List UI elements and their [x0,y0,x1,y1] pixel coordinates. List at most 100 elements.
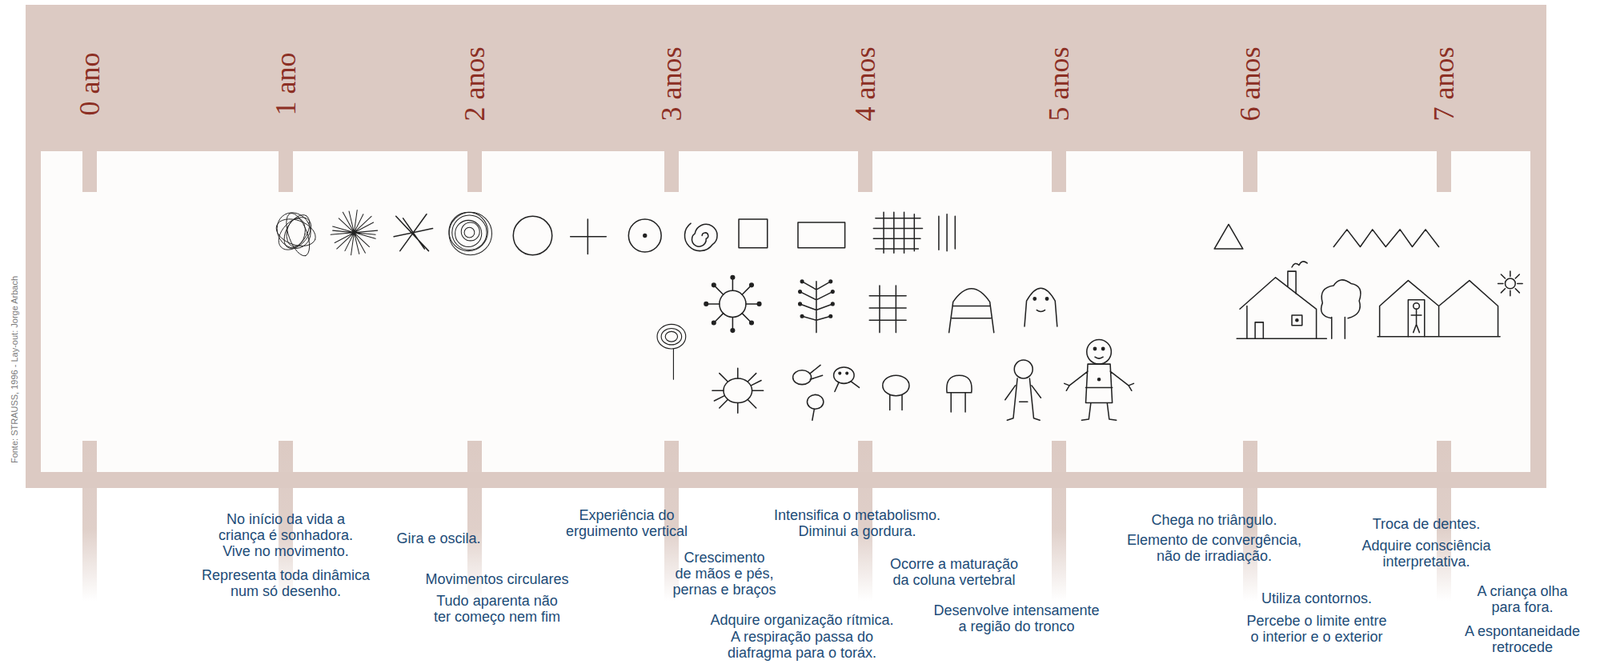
tick-marks [858,151,873,193]
tick-marks [1051,441,1067,602]
house-scene [1504,278,1516,289]
stage-note: A respiração passa do diafragma para o t… [709,629,895,662]
sun-rays [723,378,753,404]
concentric-scribble [455,220,482,247]
concentric-scribble [449,212,488,251]
tick-marks [82,441,97,602]
fishbone-tree [798,280,835,333]
head-shape [1045,297,1048,301]
tick-marks [82,151,1452,193]
age-label: 1 ano [271,52,301,117]
zigzag-shape [1333,229,1439,248]
stage-note: A espontaneidade retrocede [1457,623,1588,656]
age-label: 7 anos [1429,47,1459,122]
stage-note: Tudo aparenta não ter começo nem fim [417,593,578,626]
house-scene [1498,271,1524,297]
lollipop-shape [665,331,678,342]
ladder-shape [869,285,907,333]
head-shape [1033,297,1036,301]
house-scene [1413,303,1420,310]
fishbone-tree [831,302,835,306]
stage-note: Percebe o limite entre o interior e o ex… [1238,613,1396,646]
house-scene [1236,261,1361,339]
child-drawings [270,206,1523,421]
tadpole-figures [793,364,860,421]
concentric-scribble [449,212,493,256]
age-label: 6 anos [1235,47,1265,122]
fishbone-tree [829,280,833,284]
fishbone-tree [829,314,833,318]
tadpole-figures [793,370,812,385]
sun-spokes [749,320,754,325]
house-scene [1411,308,1422,333]
circle-shape [513,216,552,255]
tick-marks [1436,151,1452,193]
source-credit: Fonte: STRAUSS, 1996 - Lay-out: Jorge Ar… [10,276,20,464]
fishbone-tree [800,314,804,318]
concentric-scribble [449,212,493,256]
house-scene [1321,280,1361,339]
tick-marks [664,151,679,193]
house-scene [1377,280,1500,337]
head-shape [1024,288,1058,327]
fishbone-tree [798,302,803,306]
stick-figure [1005,378,1042,421]
tadpole-figures [812,409,815,421]
sun-spokes [730,328,735,333]
stage-note: Chega no triângulo. [1150,512,1277,529]
lollipop-shape [673,348,674,380]
stage-note: Adquire organização rítmica. [709,612,894,629]
circle-dot-shape [628,219,662,253]
stage-note: Intensifica o metabolismo. Diminui a gor… [765,507,949,540]
concentric-scribble [452,215,487,250]
square-shape [738,219,768,249]
tadpole-figures [838,372,842,375]
fishbone-tree [800,281,834,333]
concentric-scribble [464,227,475,238]
sun-spokes [757,302,762,307]
triangle-shape [1214,224,1244,249]
sun-spokes [704,275,762,333]
full-figure [1064,364,1135,421]
tick-marks [82,151,97,193]
fishbone-tree [798,280,835,318]
tick-marks [1243,151,1258,193]
sun-spokes [711,283,716,288]
age-label: 4 anos [850,47,880,122]
house-scene [1236,271,1327,339]
timeline-band [40,151,1531,473]
house-scene [1255,322,1264,339]
stage-note: Elemento de convergência, não de irradia… [1118,532,1311,565]
age-label: 2 anos [460,47,490,122]
stage-note: Ocorre a maturação da coluna vertebral [871,556,1037,589]
timeline-band [25,4,1547,489]
stage-note: Adquire consciência interpretativa. [1334,537,1519,570]
house-scene [1291,261,1308,268]
crossing-lines [393,214,433,252]
circle-dot-shape [643,234,647,238]
stage-note: Experiência do erguimento vertical [557,507,696,540]
stage-note: A criança olha para fora. [1469,583,1576,616]
lollipop-shape [661,328,682,345]
line-shape [938,214,955,252]
scribble [284,216,308,249]
scribble [272,211,317,257]
sun-spokes [704,275,762,333]
house-scene [1291,315,1303,326]
age-label: 3 anos [657,47,686,122]
house-scene [1377,271,1523,337]
age-label: 0 ano [75,52,105,117]
square-figure [946,375,972,413]
tadpole-figures [834,381,860,393]
age-label: 5 anos [1044,47,1074,122]
full-figure [1094,356,1103,359]
sun-spokes [707,278,759,330]
stage-note: Utiliza contornos. [1261,590,1372,607]
stage-note: Crescimento de mãos e pés, pernas e braç… [665,549,784,598]
tick-marks [82,441,1452,602]
rectangle-shape [797,222,846,249]
tadpole-figures [810,364,823,380]
tadpole-figures [846,372,849,375]
